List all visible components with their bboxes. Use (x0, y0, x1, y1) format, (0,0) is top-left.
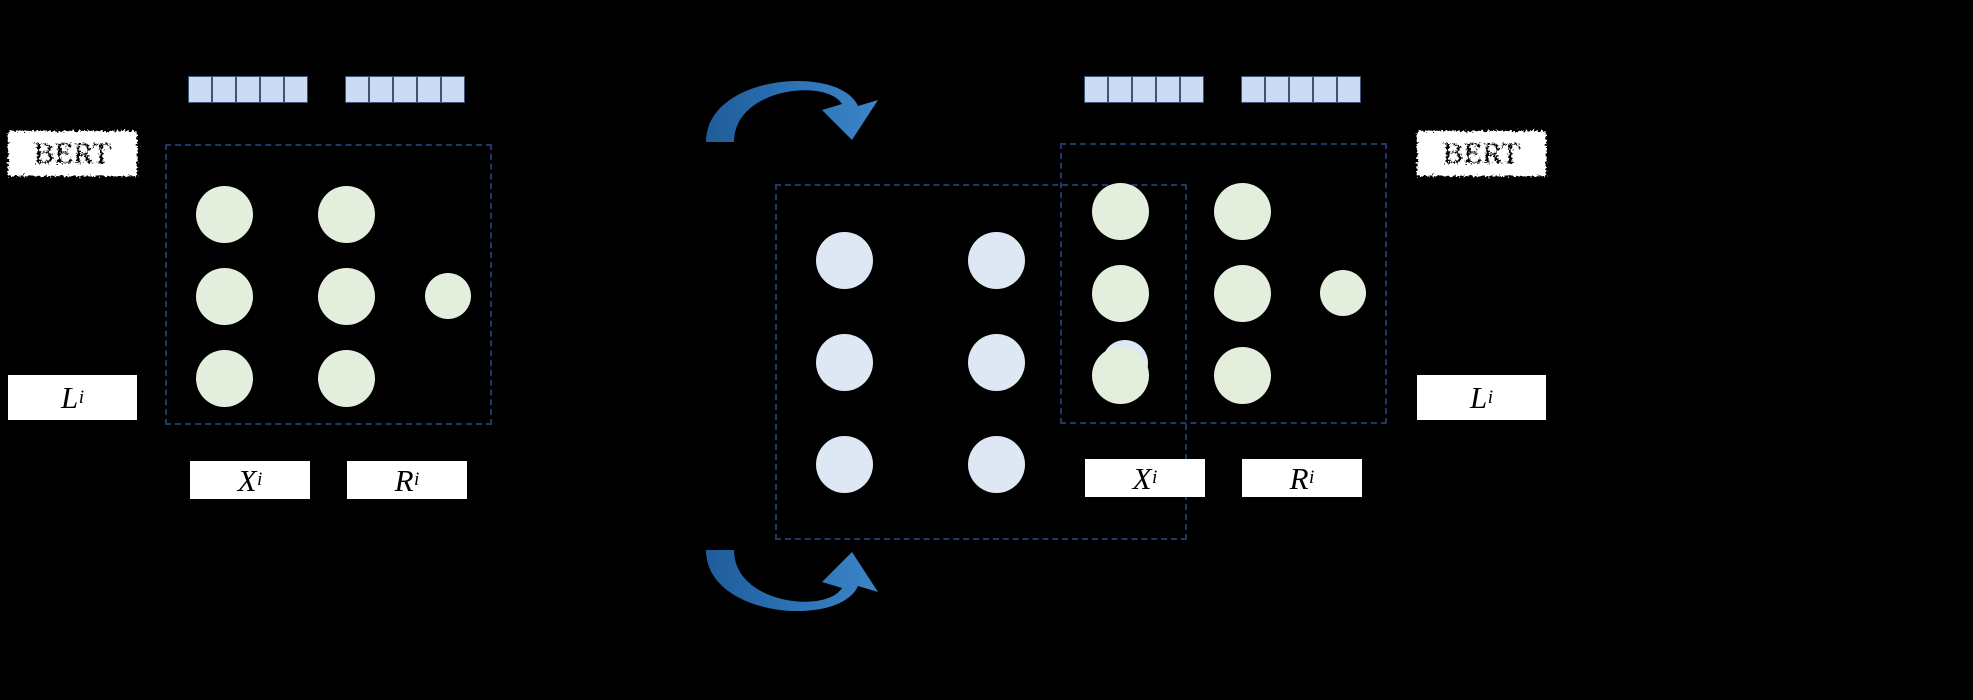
right-encoder-panel (1060, 143, 1387, 424)
left-input-text: X (237, 462, 257, 498)
left-r-token-bar (345, 76, 465, 103)
middle-encoder-panel (775, 184, 1187, 540)
right-node (1092, 183, 1149, 240)
token-cell (1156, 76, 1180, 103)
token-cell (1132, 76, 1156, 103)
left-node (196, 186, 253, 243)
right-input-text: X (1132, 460, 1152, 496)
token-cell (1108, 76, 1132, 103)
token-cell (1337, 76, 1361, 103)
token-cell (1180, 76, 1204, 103)
right-r-token-bar (1241, 76, 1361, 103)
left-node (196, 268, 253, 325)
swap-arrow-top-icon (706, 80, 878, 142)
left-input-sub: i (257, 469, 263, 491)
token-cell (188, 76, 212, 103)
token-cell (284, 76, 308, 103)
middle-node (816, 232, 873, 289)
left-rep-text: R (394, 462, 414, 498)
token-cell (393, 76, 417, 103)
right-bert-text: BERT (1443, 136, 1520, 170)
token-cell (417, 76, 441, 103)
right-node (1214, 347, 1271, 404)
right-bert-label: BERT (1417, 131, 1546, 176)
token-cell (260, 76, 284, 103)
token-cell (345, 76, 369, 103)
token-cell (369, 76, 393, 103)
token-cell (1289, 76, 1313, 103)
left-node (318, 186, 375, 243)
left-loss-sub: i (78, 386, 85, 408)
right-loss-text: L (1469, 380, 1488, 415)
middle-node (968, 334, 1025, 391)
left-node (318, 268, 375, 325)
token-cell (441, 76, 465, 103)
right-rep-sub: i (1309, 467, 1315, 489)
left-node (196, 350, 253, 407)
right-input-sub: i (1152, 467, 1158, 489)
token-cell (1084, 76, 1108, 103)
left-bert-text: BERT (34, 136, 111, 170)
left-node (318, 350, 375, 407)
token-cell (1241, 76, 1265, 103)
middle-node (968, 436, 1025, 493)
right-node (1320, 270, 1366, 316)
token-cell (236, 76, 260, 103)
left-bert-label: BERT (8, 131, 137, 176)
middle-node (816, 436, 873, 493)
left-x-token-bar (188, 76, 308, 103)
right-node (1214, 183, 1271, 240)
left-loss-text: L (60, 380, 79, 415)
left-node (425, 273, 471, 319)
right-loss-sub: i (1487, 386, 1494, 408)
right-node (1092, 347, 1149, 404)
right-node (1214, 265, 1271, 322)
middle-node (968, 232, 1025, 289)
right-x-token-bar (1084, 76, 1204, 103)
right-node (1092, 265, 1149, 322)
token-cell (212, 76, 236, 103)
token-cell (1313, 76, 1337, 103)
token-cell (1265, 76, 1289, 103)
right-rep-text: R (1289, 460, 1309, 496)
swap-arrow-bottom-icon (706, 550, 878, 612)
left-encoder-panel (165, 144, 492, 425)
left-rep-sub: i (414, 469, 420, 491)
middle-node (816, 334, 873, 391)
